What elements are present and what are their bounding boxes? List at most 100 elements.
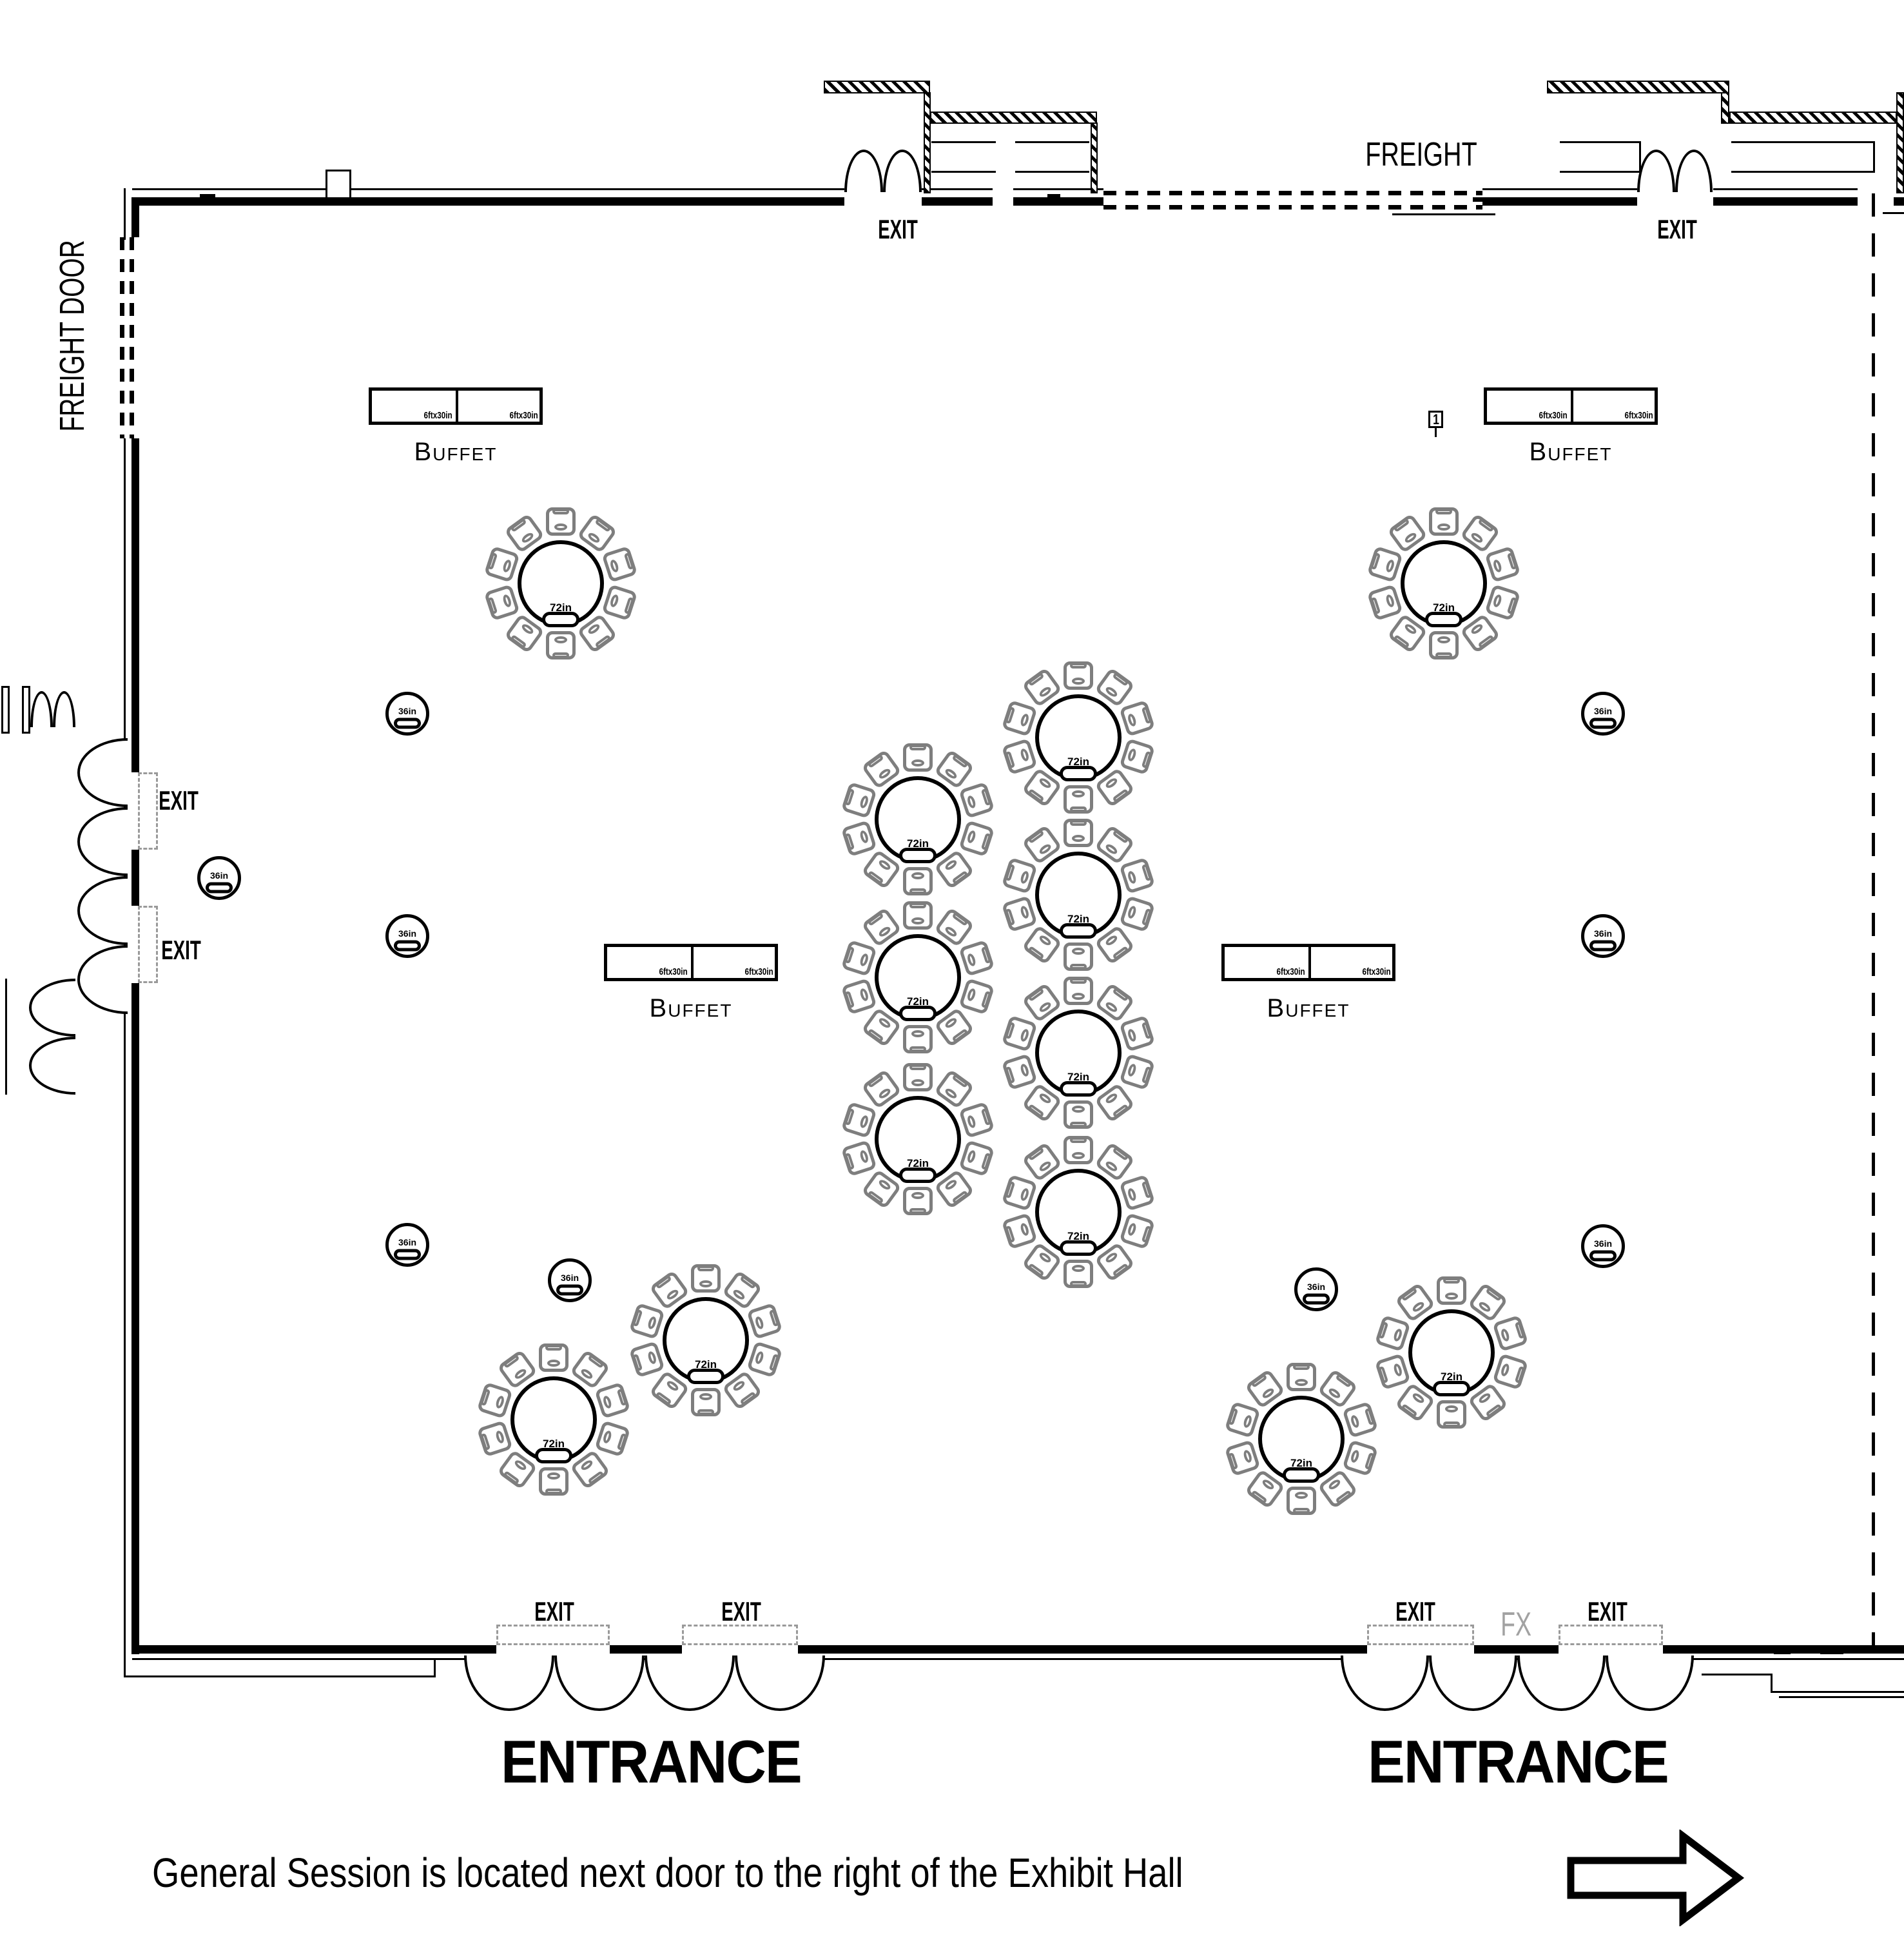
buffet-size-label: 6ftx30in bbox=[1362, 966, 1391, 977]
chair bbox=[1224, 1401, 1261, 1439]
chair bbox=[1001, 1053, 1038, 1091]
table-size-label: 72in bbox=[906, 995, 929, 1008]
chair bbox=[1064, 785, 1093, 814]
numbered-box-tail bbox=[1435, 428, 1437, 437]
top-wall-segment bbox=[1013, 197, 1103, 206]
freight-opening-dashes bbox=[1103, 205, 1482, 210]
vestibule-line bbox=[1015, 141, 1089, 143]
exit-label: EXIT bbox=[1588, 1596, 1627, 1626]
exit-opening-dashed bbox=[1559, 1625, 1663, 1645]
wall-tick bbox=[1473, 197, 1487, 202]
chair bbox=[1224, 1439, 1261, 1477]
table-top bbox=[197, 856, 241, 900]
bottom-wall-segment bbox=[798, 1645, 1367, 1654]
wall-tick bbox=[1820, 1650, 1843, 1654]
table-size-label: 36in bbox=[398, 928, 417, 939]
top-wall-segment bbox=[1894, 197, 1904, 206]
chair bbox=[628, 1302, 665, 1340]
outer-wall-step bbox=[124, 1654, 126, 1677]
wall-line bbox=[1713, 188, 1858, 190]
table-size-label: 36in bbox=[1307, 1282, 1326, 1292]
chair bbox=[1366, 583, 1403, 621]
vestibule-line bbox=[1639, 141, 1641, 173]
door-swing-arc bbox=[735, 1656, 825, 1711]
exit-opening-dashed bbox=[496, 1625, 610, 1645]
chair bbox=[594, 1420, 631, 1458]
buffet-size-label: 6ftx30in bbox=[423, 410, 452, 421]
chair bbox=[1287, 1487, 1316, 1515]
buffet-divider bbox=[691, 947, 694, 978]
chair bbox=[594, 1382, 631, 1420]
hatched-wall bbox=[930, 112, 1097, 124]
table-base bbox=[1060, 1081, 1097, 1097]
hatched-wall bbox=[1547, 81, 1729, 93]
chair bbox=[1119, 857, 1156, 895]
chair bbox=[958, 977, 995, 1015]
chair bbox=[1484, 545, 1521, 583]
entrance-label: ENTRANCE bbox=[501, 1728, 802, 1795]
buffet-label: Buffet bbox=[649, 994, 733, 1022]
chair bbox=[1119, 1015, 1156, 1053]
chair bbox=[1437, 1400, 1466, 1429]
buffet-divider bbox=[1308, 947, 1311, 978]
freight-door-dashes bbox=[130, 237, 134, 438]
door-swing-arc bbox=[77, 738, 128, 807]
wall-line bbox=[124, 188, 126, 240]
chair bbox=[1001, 737, 1038, 776]
chair bbox=[1437, 1276, 1466, 1305]
chair bbox=[483, 545, 520, 583]
right-arrow-icon bbox=[1567, 1830, 1745, 1926]
chair bbox=[1492, 1353, 1529, 1391]
table-base bbox=[1589, 1250, 1617, 1262]
hatched-wall bbox=[924, 92, 931, 193]
chair bbox=[546, 507, 576, 536]
left-wall-segment bbox=[131, 438, 139, 772]
buffet-divider bbox=[456, 391, 458, 422]
chair bbox=[1374, 1314, 1411, 1353]
wall-line bbox=[1392, 213, 1495, 215]
exit-label: EXIT bbox=[721, 1596, 761, 1626]
buffet-divider bbox=[1571, 391, 1573, 422]
chair bbox=[546, 631, 576, 659]
bottom-wall-segment bbox=[1474, 1645, 1559, 1654]
chair bbox=[1119, 1174, 1156, 1212]
outer-wall-step bbox=[1779, 1696, 1904, 1698]
buffet-size-label: 6ftx30in bbox=[1624, 410, 1653, 421]
vestibule-line bbox=[1731, 171, 1874, 173]
table-size-label: 72in bbox=[1067, 1071, 1090, 1083]
wall-tick bbox=[387, 1649, 403, 1654]
door-swing-arc bbox=[1429, 1656, 1517, 1711]
table-top bbox=[385, 692, 429, 736]
chair bbox=[958, 1139, 995, 1177]
bottom-wall-segment bbox=[1663, 1645, 1904, 1654]
chair bbox=[483, 583, 520, 621]
wall-line bbox=[922, 188, 993, 190]
left-wall-segment bbox=[131, 850, 139, 906]
chair bbox=[1492, 1314, 1529, 1353]
table-base bbox=[1060, 766, 1097, 781]
exit-label: EXIT bbox=[878, 214, 918, 244]
wall-line bbox=[1883, 212, 1904, 214]
chair bbox=[1119, 1053, 1156, 1091]
hatched-wall bbox=[824, 81, 930, 93]
freight-opening-dashes bbox=[1103, 191, 1482, 195]
table-base bbox=[1433, 1381, 1470, 1396]
door-swing-arc bbox=[29, 979, 75, 1037]
hatched-wall bbox=[1091, 122, 1098, 193]
chair bbox=[539, 1467, 568, 1496]
exit-opening-dashed bbox=[1367, 1625, 1474, 1645]
outer-wall-step bbox=[1771, 1674, 1773, 1693]
outer-wall-step bbox=[1771, 1691, 1904, 1693]
buffet-size-label: 6ftx30in bbox=[744, 966, 773, 977]
table-size-label: 72in bbox=[1067, 756, 1090, 768]
table-size-label: 36in bbox=[560, 1273, 579, 1283]
chair bbox=[601, 583, 638, 621]
table-base bbox=[394, 718, 421, 729]
table-base bbox=[1060, 1240, 1097, 1256]
door-swing-arc bbox=[1606, 1656, 1694, 1711]
entrance-label: ENTRANCE bbox=[1368, 1728, 1669, 1795]
chair bbox=[1064, 1136, 1093, 1164]
chair bbox=[903, 1063, 933, 1091]
table-base bbox=[1303, 1293, 1330, 1305]
